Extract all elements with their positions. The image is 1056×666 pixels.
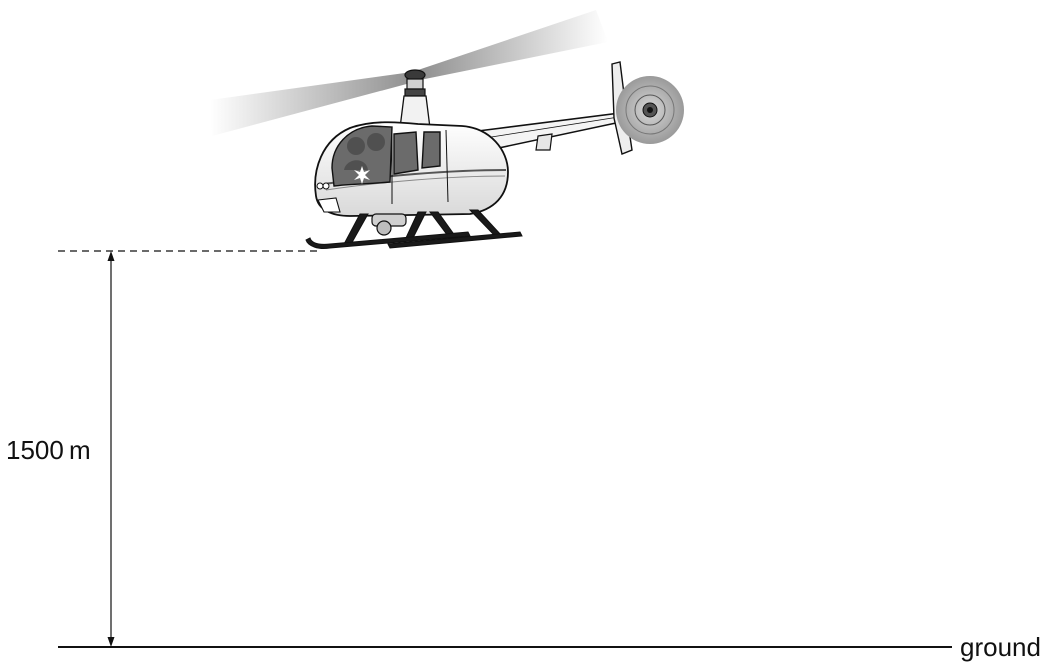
rotor-mast — [399, 69, 431, 129]
ground-label: ground — [960, 632, 1041, 662]
glint-icon — [354, 166, 370, 184]
main-rotor-right-blade — [418, 10, 608, 80]
helicopter-icon — [210, 10, 684, 249]
landing-skids — [305, 209, 523, 249]
height-arrow — [107, 251, 115, 647]
horizontal-stabilizer — [535, 133, 553, 151]
height-label: 1500 m — [6, 435, 91, 465]
main-rotor-left-blade — [210, 72, 414, 136]
side-window-rear — [421, 131, 441, 169]
side-window-front — [393, 131, 419, 175]
camera-pod — [371, 213, 407, 236]
tail-rotor-icon — [616, 76, 684, 144]
